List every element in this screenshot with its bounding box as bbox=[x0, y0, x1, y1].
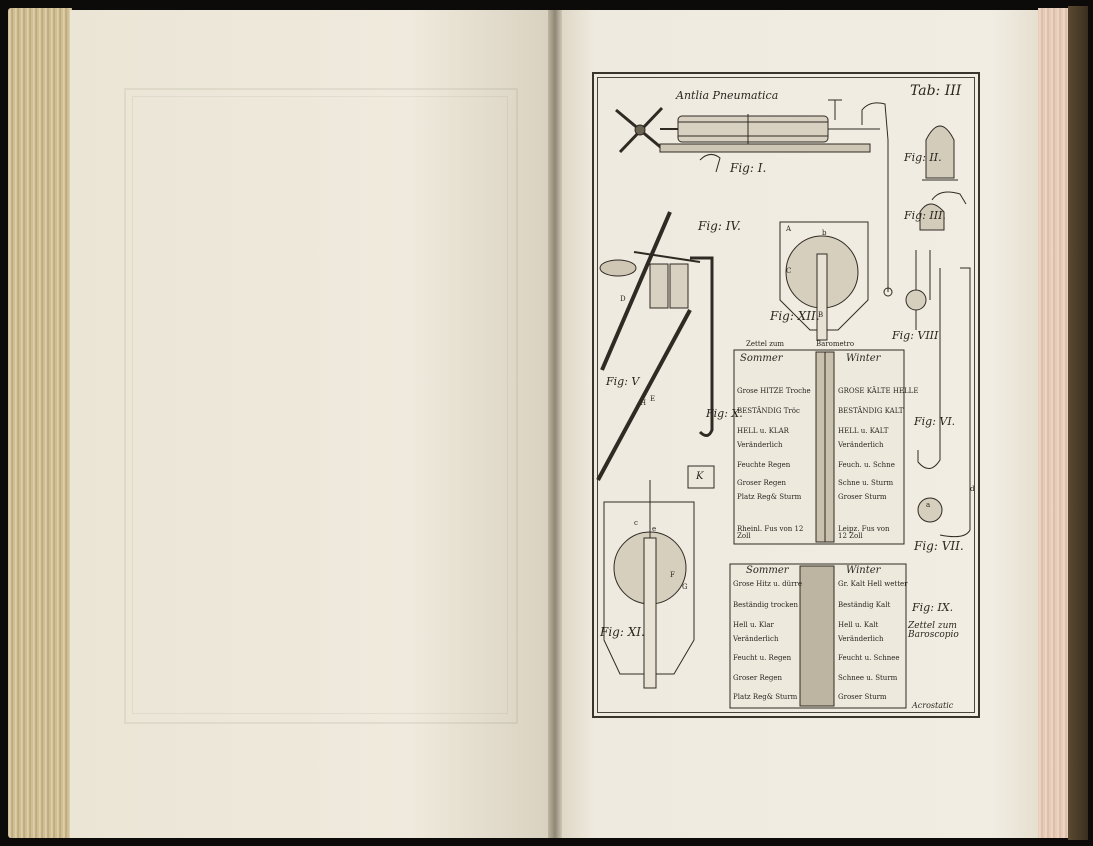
book-cover-edge bbox=[1068, 6, 1088, 840]
baroscope-right-row: Schnee u. Sturm bbox=[838, 674, 898, 682]
fig-9-label: Fig: IX. bbox=[912, 601, 954, 614]
barometer-left-row: Feuchte Regen bbox=[737, 461, 791, 469]
baroscope-left-row: Feucht u. Regen bbox=[733, 654, 792, 662]
baroscope-right-row: Beständig Kalt bbox=[838, 601, 891, 609]
letter-marker: E bbox=[650, 395, 656, 403]
air-pump-drawing bbox=[615, 99, 889, 173]
barometer-caption-left: Zettel zum bbox=[746, 340, 785, 348]
page-edges-left bbox=[8, 8, 72, 838]
baroscope-right-row: Hell u. Kalt bbox=[838, 621, 879, 629]
baroscope-right-row: Gr. Kalt Hell wetter bbox=[838, 580, 908, 588]
fig-3-label: Fig: III. bbox=[904, 209, 946, 222]
baroscope-left-row: Veränderlich bbox=[733, 635, 779, 643]
baroscope-right-row: Veränderlich bbox=[838, 635, 884, 643]
barometer-left-row: Groser Regen bbox=[737, 479, 787, 487]
barometer-right-row: BESTÄNDIG KALT bbox=[838, 407, 904, 415]
barometer-col-summer: Sommer bbox=[740, 353, 783, 364]
barometer-right-row: HELL u. KALT bbox=[838, 427, 889, 435]
fig-6-label: Fig: VI. bbox=[914, 415, 956, 428]
baroscope-right-row: Feucht u. Schnee bbox=[838, 654, 900, 662]
fig-10-label: Fig: X. bbox=[706, 407, 743, 420]
barometer-left-row: Grose HITZE Troche bbox=[737, 387, 811, 395]
fig-1-label: Fig: I. bbox=[730, 161, 767, 175]
baroscope-left-row: Hell u. Klar bbox=[733, 621, 774, 629]
fig-2-label: Fig: II. bbox=[904, 151, 942, 164]
baroscope-left-row: Beständig trocken bbox=[733, 601, 798, 609]
plate-tab-label: Tab: III bbox=[910, 83, 962, 99]
barometer-left-row: HELL u. KLAR bbox=[737, 427, 789, 435]
barometer-caption-right: Barometro bbox=[816, 340, 855, 348]
baroscope-right-row: Groser Sturm bbox=[838, 693, 887, 701]
baroscope-left-row: Grose Hitz u. dürre bbox=[733, 580, 802, 588]
fig-11-label: Fig: XI. bbox=[600, 625, 645, 639]
barometer-right-row: Groser Sturm bbox=[838, 493, 887, 501]
baroscope-left-row: Platz Reg& Sturm bbox=[733, 693, 798, 701]
left-page bbox=[70, 10, 554, 838]
letter-marker: c bbox=[634, 519, 638, 527]
fig-5-label: Fig: V bbox=[606, 375, 640, 388]
letter-marker: D bbox=[620, 295, 626, 303]
fig-8-label: Fig: VIII bbox=[892, 329, 939, 342]
letter-marker: F bbox=[670, 571, 675, 579]
barometer-right-row: Feuch. u. Schne bbox=[838, 461, 895, 469]
letter-marker: d bbox=[970, 485, 975, 493]
engraver-signature: Acrostatic bbox=[912, 701, 954, 710]
bell-jar-drawing bbox=[925, 125, 955, 179]
baroscope-caption: Zettel zum Baroscopio bbox=[908, 621, 959, 640]
barometer-right-row: Veränderlich bbox=[838, 441, 884, 449]
letter-marker: A bbox=[786, 225, 792, 233]
show-through-plate-inner bbox=[132, 96, 508, 714]
letter-marker: H bbox=[640, 399, 647, 407]
barometer-col-winter: Winter bbox=[846, 353, 881, 364]
letter-marker: K bbox=[696, 471, 704, 482]
letter-marker: B bbox=[818, 311, 824, 319]
fig-7-label: Fig: VII. bbox=[914, 539, 964, 553]
fig-4-label: Fig: IV. bbox=[698, 219, 741, 233]
barometer-left-row: Platz Reg& Sturm bbox=[737, 493, 802, 501]
letter-marker: G bbox=[682, 583, 688, 591]
letter-marker: C bbox=[786, 267, 792, 275]
barometer-foot-right: Leipz. Fus von 12 Zoll bbox=[838, 525, 890, 540]
letter-marker: a bbox=[926, 501, 931, 509]
baroscope-col-winter: Winter bbox=[846, 565, 881, 576]
barometer-right-row: Schne u. Sturm bbox=[838, 479, 894, 487]
show-through-plate bbox=[124, 88, 518, 724]
barometer-left-row: BESTÄNDIG Tröc bbox=[737, 407, 800, 415]
engraved-plate-inner-border bbox=[597, 77, 975, 713]
barometer-foot-left: Rheinl. Fus von 12 Zoll bbox=[737, 525, 804, 540]
baroscope-left-row: Groser Regen bbox=[733, 674, 783, 682]
barometer-right-row: GROSE KÄLTE HELLE bbox=[838, 387, 919, 395]
book-gutter bbox=[548, 10, 562, 838]
fig-12-label: Fig: XII. bbox=[770, 309, 820, 323]
baroscope-col-summer: Sommer bbox=[746, 565, 789, 576]
letter-marker: b bbox=[822, 229, 827, 237]
engraved-plate-border bbox=[592, 72, 980, 718]
letter-marker: e bbox=[652, 525, 657, 533]
barometer-left-row: Veränderlich bbox=[737, 441, 783, 449]
plate-title: Antlia Pneumatica bbox=[676, 89, 779, 102]
